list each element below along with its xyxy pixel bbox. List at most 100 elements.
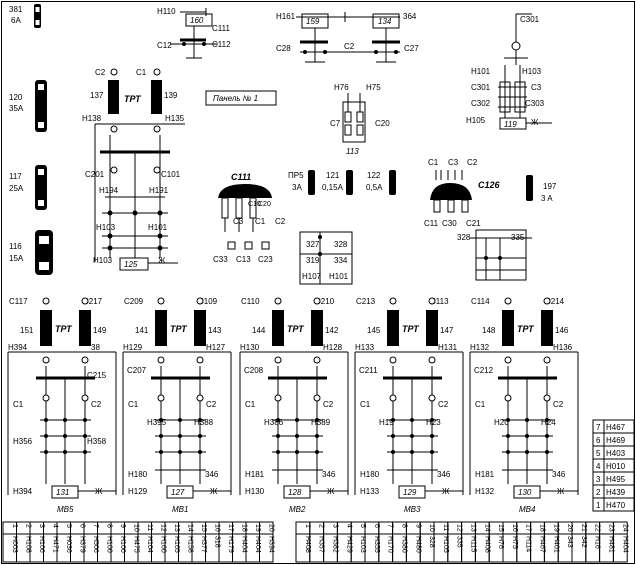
label-c10: С10 xyxy=(248,201,261,208)
label-c30: С30 xyxy=(442,219,457,228)
label-121: 121 xyxy=(326,171,340,180)
label-zh: Ж xyxy=(327,487,335,496)
label-low-right: 346 xyxy=(552,470,566,479)
terminal-num: 18 xyxy=(240,524,247,532)
label-c3: С3 xyxy=(448,158,459,167)
label-low-right: 346 xyxy=(437,470,451,479)
label-h135: Н135 xyxy=(165,114,185,123)
fuse-197: 197 3 A xyxy=(526,175,557,203)
label-c12: С12 xyxy=(157,41,172,50)
terminal-code: 328 xyxy=(428,536,435,548)
label-side: С207 xyxy=(127,366,147,375)
table-cell-code: Н469 xyxy=(606,436,626,445)
bottom-right-terminals: 1Н4082Н3573Н3824Н4295Н1036Н3557Н1708Н380… xyxy=(295,521,628,563)
label-c1: С1 xyxy=(475,400,486,409)
label-low-left: Н181 xyxy=(475,470,495,479)
label-num-right: 143 xyxy=(208,326,222,335)
terminal-num: 7 xyxy=(92,524,99,528)
label-c2: С2 xyxy=(275,217,286,226)
terminal-code: Н475 xyxy=(132,536,139,553)
box-159: 159 xyxy=(306,17,320,26)
bottom-left-terminals: 1Н6032Н1083Н1064Н4715Н0366Н3797Н5068Н100… xyxy=(2,521,274,563)
label-zh: Ж xyxy=(442,487,450,496)
table-cell-num: 5 xyxy=(596,449,601,458)
label-trt: ТРТ xyxy=(124,94,142,104)
terminal-num: 11 xyxy=(442,524,449,531)
terminal-num: 15 xyxy=(200,524,207,532)
label-h105: Н105 xyxy=(466,116,486,125)
fuse-num: 120 xyxy=(9,93,23,102)
label-trt: ТРТ xyxy=(287,324,305,334)
terminal-num: 13 xyxy=(173,524,180,532)
terminal-num: 9 xyxy=(414,524,421,528)
fuse-rating: 35A xyxy=(9,104,24,113)
terminal-num: 8 xyxy=(105,524,112,528)
label-bot-left: Н129 xyxy=(128,487,148,496)
label-low-left: Н180 xyxy=(128,470,148,479)
terminal-num: 20 xyxy=(566,524,573,532)
panel-label-frame xyxy=(205,90,277,106)
terminal-num: 5 xyxy=(359,524,366,528)
label-zh: Ж xyxy=(557,487,565,496)
label-c28: С28 xyxy=(276,44,291,53)
terminal-code: Н377 xyxy=(200,536,207,553)
label-bot-left: Н132 xyxy=(475,487,495,496)
label-top-left: С117 xyxy=(9,297,28,306)
label-c1: С1 xyxy=(128,400,139,409)
label-h161: Н161 xyxy=(276,12,296,21)
terminal-code: Н382 xyxy=(332,536,339,553)
label-h103b: Н103 xyxy=(93,256,113,265)
label-h101: Н101 xyxy=(329,272,349,281)
terminal-num: 14 xyxy=(186,524,193,532)
label-top-right: С217 xyxy=(83,297,103,306)
label-139: 139 xyxy=(164,91,178,100)
table-cell-num: 7 xyxy=(596,423,601,432)
mv-title: МВ2 xyxy=(289,505,306,514)
label-side: С211 xyxy=(359,366,378,375)
terminal-code: Н379 xyxy=(78,536,85,553)
connector-c111: С111 С10 С20 С3 С1 С2 С33 С13 С23 327 32… xyxy=(213,172,353,285)
terminal-num: 20 xyxy=(267,524,274,532)
label-c11: С11 xyxy=(424,219,439,228)
fuse-381: 381 6A xyxy=(9,4,41,28)
table-cell-num: 4 xyxy=(596,462,601,471)
terminal-code: Н76 xyxy=(497,536,504,549)
fuse-117: 117 25A xyxy=(9,165,47,210)
label-mid-left: Н20 xyxy=(494,418,509,427)
label-c101: С101 xyxy=(161,170,181,179)
label-mid-right: Н389 xyxy=(311,418,331,427)
terminal-num: 8 xyxy=(401,524,408,528)
label-c20: С20 xyxy=(258,201,271,208)
table-cell-num: 3 xyxy=(596,475,601,484)
label-c2: С2 xyxy=(95,68,106,77)
label-h-right: Н131 xyxy=(438,343,458,352)
label-low-right: 346 xyxy=(322,470,336,479)
terminal-code: Н394 xyxy=(267,536,274,553)
terminal-code: Н408 xyxy=(304,536,311,553)
fuse-120: 120 35A xyxy=(9,80,47,132)
table-cell-num: 2 xyxy=(596,488,601,497)
label-mid-right: Н358 xyxy=(87,437,107,446)
label-h103: Н103 xyxy=(522,67,542,76)
label-c13: С13 xyxy=(236,255,251,264)
terminal-num: 2 xyxy=(318,524,325,528)
label-h194: Н194 xyxy=(99,186,119,195)
label-top-right: С113 xyxy=(430,297,449,306)
terminal-code: Н179 xyxy=(227,536,234,553)
label-c1: С1 xyxy=(245,400,256,409)
terminal-num: 10 xyxy=(428,524,435,532)
label-top-right: С109 xyxy=(198,297,218,306)
